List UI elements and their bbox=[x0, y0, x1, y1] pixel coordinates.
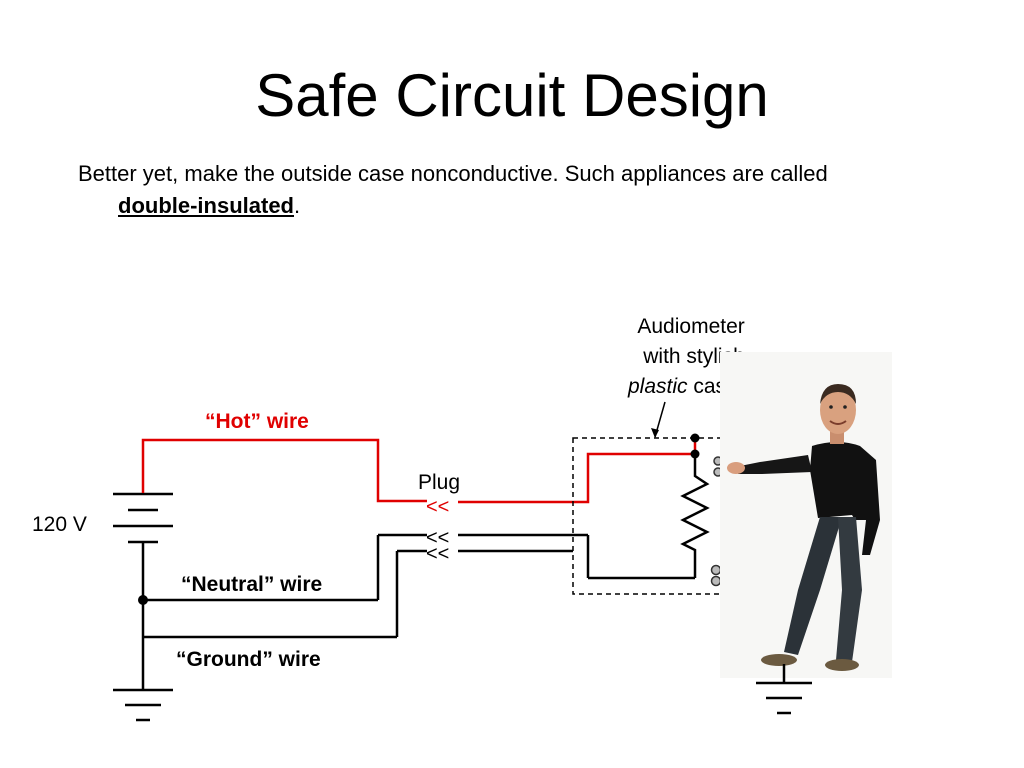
person-mouth bbox=[829, 420, 847, 425]
source-ground-symbol bbox=[113, 688, 173, 722]
person-arm bbox=[738, 455, 812, 474]
body-text: Better yet, make the outside case noncon… bbox=[78, 158, 978, 222]
neutral-wire bbox=[143, 533, 427, 602]
device-label-italic: plastic bbox=[627, 375, 688, 398]
body-text-line2: double-insulated. bbox=[78, 190, 978, 222]
neutral-wire-label: “Neutral” wire bbox=[181, 573, 322, 596]
panel-button bbox=[710, 564, 722, 576]
neutral-junction-dot bbox=[138, 595, 148, 605]
body-text-line1: Better yet, make the outside case noncon… bbox=[78, 161, 828, 186]
person-right-shoe bbox=[825, 659, 859, 671]
device-label: Audiometer with stylish bbox=[637, 315, 750, 368]
person-torso bbox=[810, 442, 880, 555]
body-text-period: . bbox=[294, 193, 301, 218]
hot-cord bbox=[458, 452, 695, 504]
cord-wires bbox=[458, 533, 695, 580]
load-resistor bbox=[680, 454, 710, 578]
hot-wire-label: “Hot” wire bbox=[205, 410, 309, 433]
panel-button bbox=[710, 575, 722, 587]
slide-title: Safe Circuit Design bbox=[255, 62, 769, 129]
ground-wire-label: “Ground” wire bbox=[176, 648, 321, 671]
voltage-label: 120 V bbox=[32, 513, 87, 536]
person-right-leg bbox=[836, 517, 862, 662]
ground-wire bbox=[143, 549, 427, 639]
person-hair bbox=[820, 384, 856, 404]
person-ground-symbol bbox=[756, 664, 812, 715]
hot-terminal-dot bbox=[690, 433, 700, 443]
hot-wire bbox=[141, 438, 427, 503]
device-label-arrowhead bbox=[651, 428, 659, 438]
person-eye bbox=[843, 405, 847, 409]
person-left-shoe bbox=[761, 654, 797, 666]
person-left-leg bbox=[784, 517, 842, 655]
person-eye bbox=[829, 405, 833, 409]
device-label-line2: with stylish bbox=[642, 345, 745, 368]
plug-symbol-neutral: << bbox=[426, 527, 449, 549]
device-label-line1: Audiometer bbox=[637, 315, 744, 338]
plug-label: Plug bbox=[418, 471, 460, 494]
person-hand bbox=[727, 462, 745, 474]
person-illustration bbox=[720, 352, 892, 678]
person-head bbox=[820, 386, 856, 434]
battery-symbol bbox=[113, 492, 173, 690]
double-insulated-term: double-insulated bbox=[118, 193, 294, 218]
plug-symbol-hot: << bbox=[426, 496, 449, 518]
plug-symbol-ground: << bbox=[426, 543, 449, 565]
